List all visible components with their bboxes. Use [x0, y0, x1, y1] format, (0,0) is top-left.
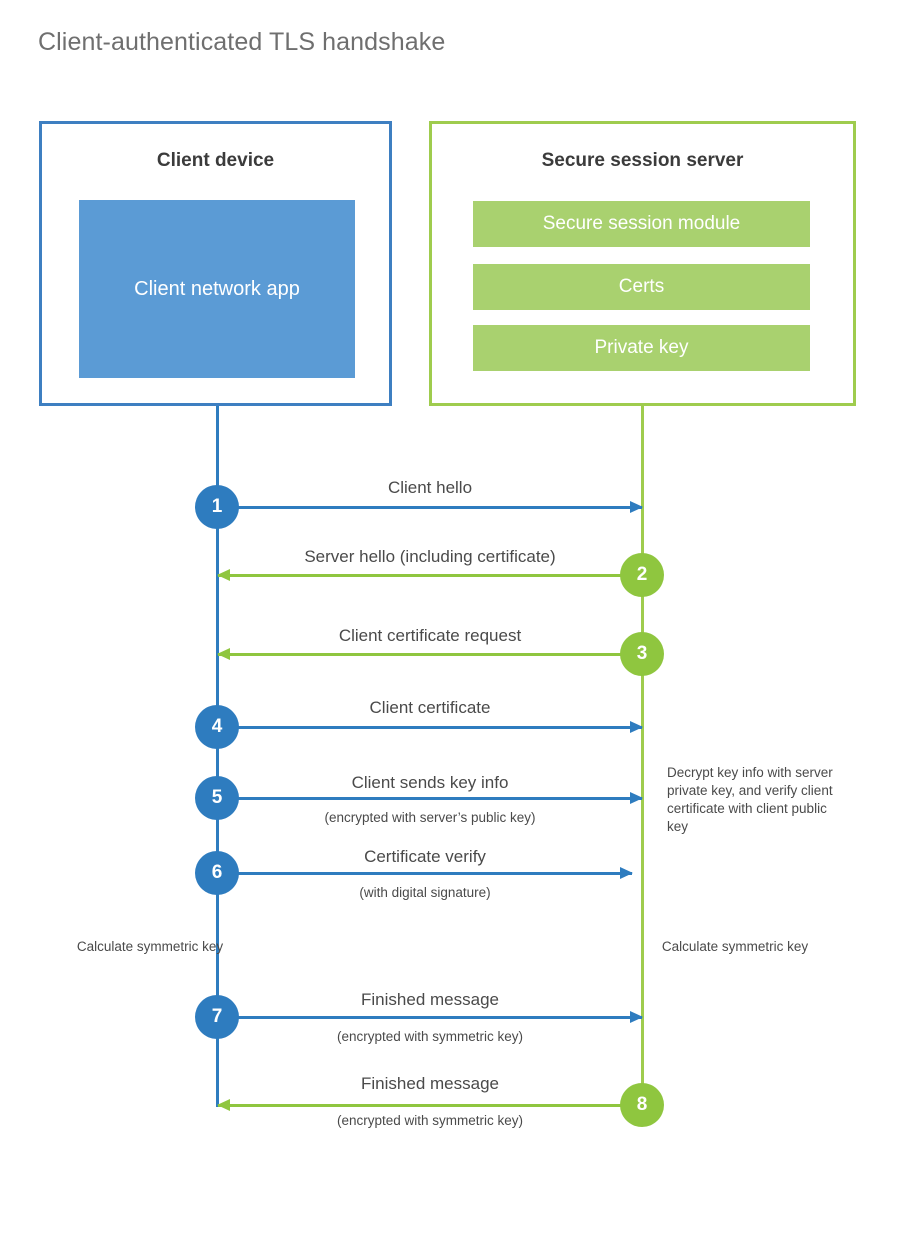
arrowhead-right-icon [630, 501, 643, 513]
arrow-step-3 [217, 648, 642, 660]
label-step-4: Client certificate [369, 698, 491, 717]
arrowhead-right-icon [630, 792, 643, 804]
step-circle-3[interactable]: 3 [620, 632, 664, 676]
client-lifeline [216, 406, 219, 1107]
arrowhead-right-icon [630, 721, 643, 733]
secure-session-server-box: Secure session server Secure session mod… [429, 121, 856, 406]
client-device-title: Client device [156, 150, 275, 171]
sublabel-step-6: (with digital signature) [359, 885, 491, 900]
label-step-7: Finished message [361, 990, 499, 1009]
arrow-step-8 [217, 1099, 642, 1111]
label-step-2: Server hello (including certificate) [304, 547, 556, 566]
step-circle-6[interactable]: 6 [195, 851, 239, 895]
arrow-step-2 [217, 569, 642, 581]
sublabel-step-5: (encrypted with server’s public key) [324, 810, 536, 825]
server-module-private-key: Private key [473, 325, 810, 371]
arrowhead-left-icon [217, 1099, 230, 1111]
note-server-calculate-symmetric-key: Calculate symmetric key [661, 939, 809, 954]
note-server-decrypt: Decrypt key info with server private key… [667, 765, 833, 834]
step-circle-5[interactable]: 5 [195, 776, 239, 820]
step-circle-1[interactable]: 1 [195, 485, 239, 529]
arrowhead-right-icon [630, 1011, 643, 1023]
secure-session-server-title: Secure session server [541, 150, 744, 171]
label-step-5: Client sends key info [351, 773, 509, 792]
step-circle-8[interactable]: 8 [620, 1083, 664, 1127]
client-device-box: Client device Client network app [39, 121, 392, 406]
arrow-step-6 [218, 867, 633, 879]
step-circle-4[interactable]: 4 [195, 705, 239, 749]
arrowhead-left-icon [217, 569, 230, 581]
server-module-certs: Certs [473, 264, 810, 310]
arrow-step-7 [218, 1011, 643, 1023]
label-step-6: Certificate verify [364, 847, 486, 866]
page-title: Client-authenticated TLS handshake [38, 28, 446, 56]
label-step-1: Client hello [387, 478, 473, 497]
server-module-secure-session-module: Secure session module [473, 201, 810, 247]
step-circle-7[interactable]: 7 [195, 995, 239, 1039]
arrow-step-5 [218, 792, 643, 804]
label-step-8: Finished message [361, 1074, 499, 1093]
note-client-calculate-symmetric-key: Calculate symmetric key [76, 939, 224, 954]
client-network-app-block: Client network app [79, 200, 355, 378]
arrowhead-left-icon [217, 648, 230, 660]
server-lifeline [641, 406, 644, 1107]
label-step-3: Client certificate request [338, 626, 522, 645]
sublabel-step-8: (encrypted with symmetric key) [336, 1113, 524, 1128]
sublabel-step-7: (encrypted with symmetric key) [336, 1029, 524, 1044]
arrowhead-right-icon [620, 867, 633, 879]
arrow-step-1 [218, 501, 643, 513]
step-circle-2[interactable]: 2 [620, 553, 664, 597]
arrow-step-4 [218, 721, 643, 733]
